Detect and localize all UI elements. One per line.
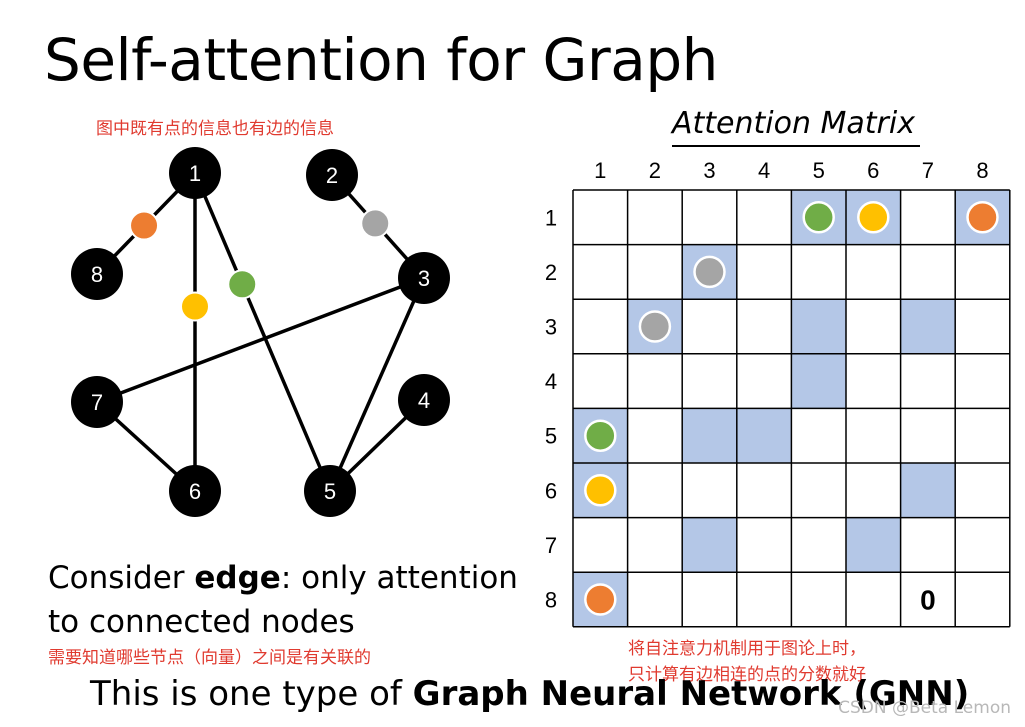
matrix-cell-3-5: [791, 299, 846, 354]
matrix-marker-yellow: [857, 201, 890, 234]
matrix-marker-orange: [584, 583, 617, 616]
graph-node-1: 1: [169, 147, 221, 199]
matrix-col-label: 8: [976, 158, 988, 183]
consider-prefix: Consider: [48, 560, 195, 596]
node-circle: [71, 248, 123, 300]
matrix-row-label: 8: [545, 588, 557, 613]
node-circle: [71, 376, 123, 428]
node-circle: [398, 374, 450, 426]
watermark: CSDN @Beta Lemon: [838, 698, 1011, 718]
matrix-markers: [584, 201, 999, 616]
graph-node-7: 7: [71, 376, 123, 428]
matrix-marker-green: [802, 201, 835, 234]
note-matrix-line2: 只计算有边相连的点的分数就好: [628, 665, 866, 685]
edge-marker-gray: [360, 208, 391, 239]
graph-node-8: 8: [71, 248, 123, 300]
matrix-row-label: 1: [545, 205, 557, 230]
node-label: 1: [189, 161, 201, 186]
matrix-cell-3-7: [900, 299, 956, 354]
edge-3-5: [328, 277, 426, 492]
node-label: 5: [324, 479, 336, 504]
matrix-cell-7-3: [682, 517, 737, 573]
node-circle: [306, 149, 358, 201]
note-top: 图中既有点的信息也有边的信息: [96, 119, 334, 139]
node-label: 2: [326, 163, 338, 188]
node-label: 4: [418, 388, 430, 413]
matrix-title: Attention Matrix: [672, 106, 915, 141]
node-label: 7: [91, 390, 103, 415]
matrix-col-label: 3: [703, 158, 715, 183]
matrix-cell-4-5: [791, 353, 846, 409]
graph-nodes: 1 2 3 4 5 6 7 8: [71, 147, 450, 517]
edge-3-7: [96, 276, 425, 404]
node-circle: [169, 465, 221, 517]
matrix-marker-green: [584, 419, 617, 452]
matrix-zero-label: 0: [920, 585, 936, 616]
matrix-cell-5-3: [682, 408, 737, 463]
matrix-row-label: 5: [545, 424, 557, 449]
matrix-row-label: 6: [545, 478, 557, 503]
matrix-marker-gray: [693, 255, 726, 289]
matrix-col-label: 1: [594, 158, 606, 183]
matrix-row-label: 3: [545, 315, 557, 340]
matrix-marker-orange: [966, 201, 999, 234]
node-circle: [304, 465, 356, 517]
matrix-cell-7-6: [846, 517, 901, 573]
matrix-grid: [572, 189, 1011, 628]
matrix-row-label: 7: [545, 533, 557, 558]
node-label: 3: [418, 266, 430, 291]
edge-marker-green: [227, 269, 258, 300]
matrix-row-label: 4: [545, 369, 557, 394]
edge-marker-orange: [129, 210, 160, 241]
edge-marker-yellow: [180, 291, 210, 322]
graph-node-5: 5: [304, 465, 356, 517]
matrix-col-label: 4: [758, 158, 770, 183]
attention-matrix: 1 2 3 4 5 6 7 8 1 2 3 4 5 6 7 8 0: [545, 158, 1011, 628]
matrix-marker-gray: [638, 310, 672, 343]
node-circle: [169, 147, 221, 199]
graph-node-4: 4: [398, 374, 450, 426]
graph-diagram: 1 2 3 4 5 6 7 8: [71, 147, 450, 517]
note-bottom-left: 需要知道哪些节点（向量）之间是有关联的: [48, 648, 371, 668]
note-matrix-line1: 将自注意力机制用于图论上时，: [628, 639, 866, 659]
matrix-marker-yellow: [584, 474, 617, 507]
matrix-axis-labels: 1 2 3 4 5 6 7 8 1 2 3 4 5 6 7 8 0: [545, 158, 989, 616]
node-circle: [398, 252, 450, 304]
matrix-col-label: 6: [867, 158, 879, 183]
consider-text: Consider edge: only attention to connect…: [48, 556, 518, 644]
consider-suffix: : only attention: [280, 560, 518, 596]
matrix-title-underline: [672, 145, 920, 147]
matrix-cell-6-7: [900, 463, 956, 518]
matrix-col-label: 7: [922, 158, 934, 183]
slide-title: Self-attention for Graph: [44, 26, 718, 94]
matrix-col-label: 2: [649, 158, 661, 183]
node-label: 6: [189, 479, 201, 504]
node-label: 8: [91, 262, 103, 287]
graph-node-3: 3: [398, 252, 450, 304]
consider-bold: edge: [194, 560, 281, 596]
consider-line2: to connected nodes: [48, 604, 355, 640]
bottom-bold: Graph Neural Network (GNN): [412, 674, 970, 714]
matrix-row-label: 2: [545, 260, 557, 285]
matrix-cell-5-4: [736, 408, 792, 463]
graph-edge-markers: [129, 208, 391, 322]
bottom-statement: This is one type of Graph Neural Network…: [90, 674, 969, 714]
graph-node-6: 6: [169, 465, 221, 517]
matrix-cells: [573, 190, 1010, 627]
bottom-prefix: This is one type of: [90, 674, 413, 714]
matrix-col-label: 5: [813, 158, 825, 183]
edge-1-5: [193, 172, 332, 492]
graph-node-2: 2: [306, 149, 358, 201]
